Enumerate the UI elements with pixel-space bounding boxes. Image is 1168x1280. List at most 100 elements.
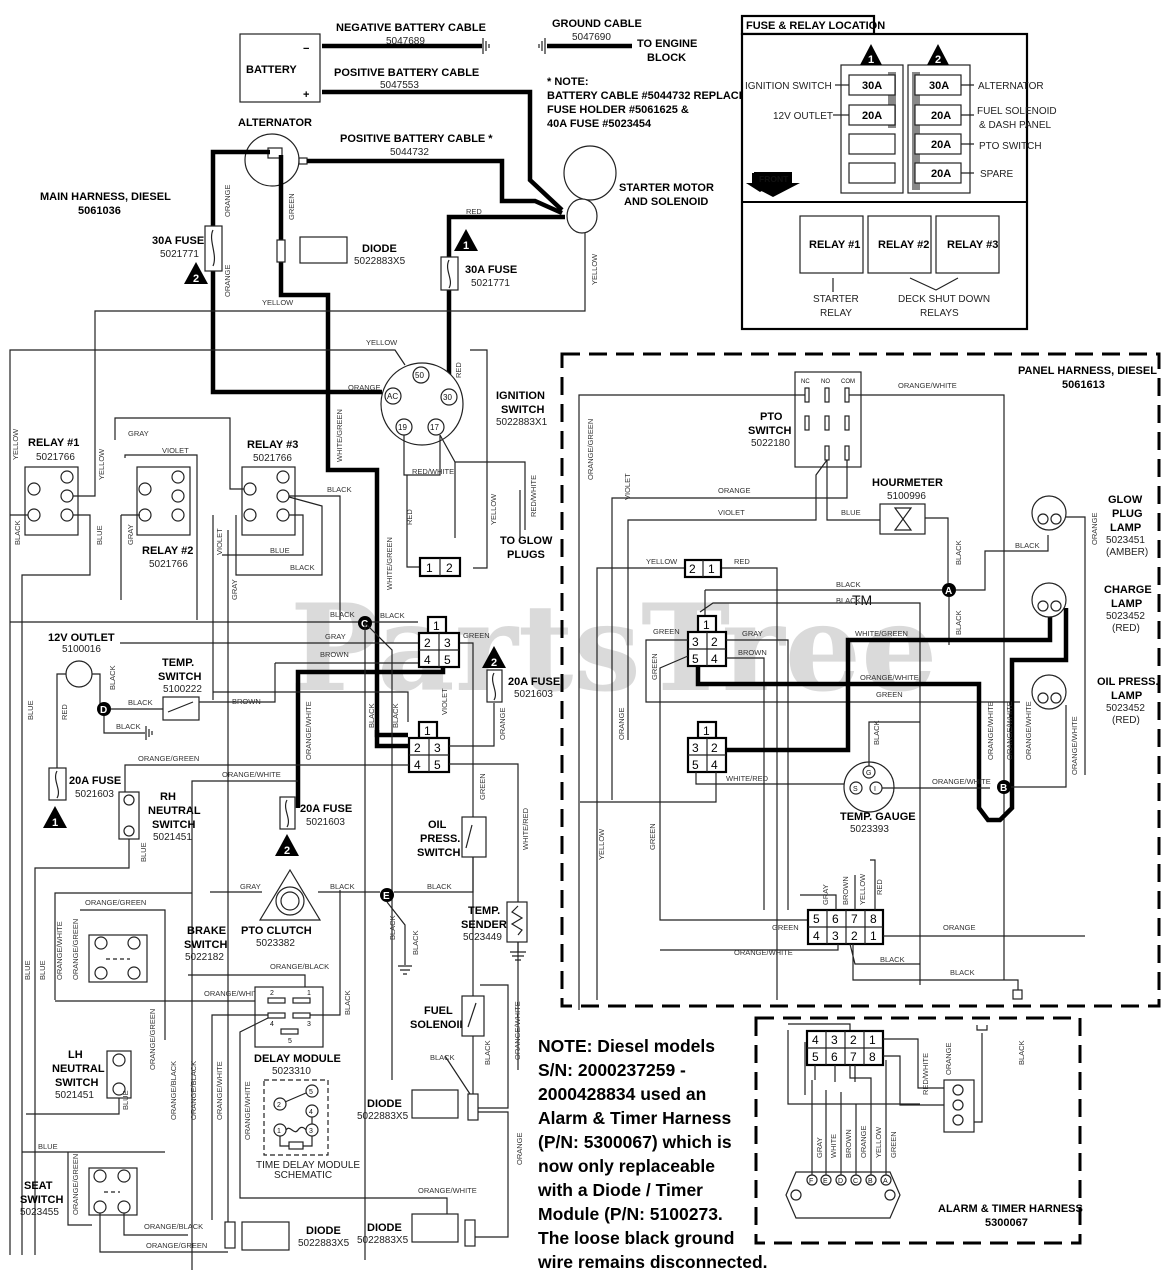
node-e xyxy=(380,888,394,902)
wire-label: ORANGE/WHITE xyxy=(932,777,991,786)
orange-green-seat xyxy=(99,1213,228,1253)
orange-white-wire xyxy=(191,780,298,1270)
fuse-30a-right: 30A FUSE 5021771 1 xyxy=(440,229,517,291)
hourmeter-pn: 5100996 xyxy=(887,491,926,502)
wire-label: VIOLET xyxy=(623,473,632,500)
wire-label: ORANGE/WHITE xyxy=(898,381,957,390)
wire-label: VIOLET xyxy=(162,446,189,455)
star-note-line: * NOTE: xyxy=(547,76,589,88)
yellow-wire-starter xyxy=(94,233,586,445)
lamp-pn: 5023452 xyxy=(1106,611,1145,622)
ignition-pin-label: 19 xyxy=(398,423,407,432)
green-wire-alternator xyxy=(278,155,331,385)
wire-label: RED xyxy=(454,362,463,378)
sender-label: TEMP. xyxy=(468,905,500,917)
black-wires-d xyxy=(103,708,165,734)
starter-motor xyxy=(563,145,617,201)
sender-body xyxy=(506,901,528,943)
alarm-module: F E D C B A xyxy=(785,1171,901,1219)
delay-pin-label: 2 xyxy=(270,990,274,997)
blue-wire-seat xyxy=(22,1151,165,1226)
wire-label: BLUE xyxy=(26,700,35,720)
fuse-label: 20A FUSE xyxy=(69,775,121,787)
note-line: now only replaceable xyxy=(538,1156,715,1176)
orange-glow-lamp xyxy=(1066,516,1086,775)
delay-pin-label: 5 xyxy=(288,1038,292,1045)
fuse-marker-text: 1 xyxy=(52,817,58,829)
delay-module-label: DELAY MODULE xyxy=(254,1053,341,1065)
wire-label: GREEN xyxy=(653,627,680,636)
diode-pn: 5022883X5 xyxy=(357,1235,409,1246)
switch-terminal xyxy=(123,825,135,837)
switch-label-2: NEUTRAL xyxy=(148,805,201,817)
lamp-pn: 5023452 xyxy=(1106,703,1145,714)
fuse-pn: 5021603 xyxy=(306,817,345,828)
orange-white-b xyxy=(1011,705,1067,788)
ignition-pin-label: 17 xyxy=(430,423,439,432)
star-note: * NOTE: BATTERY CABLE #5044732 REPLACES … xyxy=(547,76,753,130)
pin-label: 5 xyxy=(813,912,820,926)
switch-contact xyxy=(167,701,194,713)
wire-label: WHITE/RED xyxy=(521,807,530,850)
wire-label: BLACK xyxy=(290,563,315,572)
fuse-usage: IGNITION SWITCH xyxy=(745,81,832,92)
fuse-element xyxy=(446,259,452,289)
switch-label-3: SWITCH xyxy=(152,819,195,831)
relay-slot xyxy=(799,215,864,274)
gray-wire-relay3 xyxy=(114,417,244,490)
temp-switch-body xyxy=(162,696,200,721)
to-glow-plugs-label-2: PLUGS xyxy=(507,549,545,561)
switch-terminal xyxy=(127,966,141,980)
lamp-terminal xyxy=(1050,692,1062,704)
pin-label: 2 xyxy=(711,635,718,649)
battery-pos: + xyxy=(303,89,309,101)
time-delay-schematic: 2 5 4 1 3 TIME DELAY MODULE SCHEMATIC xyxy=(256,1079,360,1181)
pto-term-label: NC xyxy=(801,379,810,385)
ground-symbol-sender xyxy=(510,942,526,961)
wire-label: YELLOW xyxy=(597,828,606,860)
oil-press-switch: OIL PRESS. SWITCH xyxy=(417,816,487,859)
module-mount xyxy=(884,1189,896,1201)
wire-label: YELLOW xyxy=(489,493,498,525)
schematic-pin xyxy=(305,1084,319,1098)
positive-cable-wire xyxy=(322,89,564,212)
wire-label: GRAY xyxy=(128,429,149,438)
relay-slot-label: RELAY #2 xyxy=(878,239,929,251)
wire-label: BLUE xyxy=(95,525,104,545)
wire-label: ORANGE/BLACK xyxy=(270,962,329,971)
gauge-pin xyxy=(849,781,863,795)
wire-label: RED xyxy=(405,509,414,525)
module-pin-label: D xyxy=(838,1178,843,1185)
relay-pin xyxy=(27,482,41,496)
connector-grid xyxy=(808,910,883,944)
wire-label: ORANGE xyxy=(859,1125,868,1158)
wire-label: BLACK xyxy=(483,1040,492,1065)
pto-term xyxy=(844,415,850,431)
delay-pin-label: 3 xyxy=(307,1021,311,1028)
red-white-bridge xyxy=(403,435,441,476)
alternator-output xyxy=(298,157,308,165)
fuse-marker-text: 1 xyxy=(463,240,469,252)
ground-symbol-block xyxy=(538,38,546,54)
wire-label: GRAY xyxy=(126,524,135,545)
wire-label: YELLOW xyxy=(97,448,106,480)
module-mount xyxy=(790,1189,802,1201)
starter-solenoid xyxy=(566,198,598,234)
wire-label: VIOLET xyxy=(718,508,745,517)
wire-label: VIOLET xyxy=(215,528,224,555)
fuse-element xyxy=(491,672,497,701)
fuse-element xyxy=(54,770,60,799)
panel-connector-wires xyxy=(645,639,1020,910)
wire-label: BLACK xyxy=(116,722,141,731)
wire-label: YELLOW xyxy=(262,298,294,307)
lamp-terminal xyxy=(1050,600,1062,612)
pin-label: 2 xyxy=(689,562,696,576)
switch-label: SEAT xyxy=(24,1180,53,1192)
fuse-pn: 5021603 xyxy=(75,789,114,800)
note-line: Alarm & Timer Harness xyxy=(538,1108,732,1128)
lamp-label: OIL PRESS. xyxy=(1097,676,1159,688)
node-label: E xyxy=(383,891,390,902)
wire-label: BLUE xyxy=(23,960,32,980)
fuse-rating: 30A xyxy=(862,80,882,92)
bottom-note: NOTE: Diesel models S/N: 2000237259 - 20… xyxy=(537,1036,768,1272)
